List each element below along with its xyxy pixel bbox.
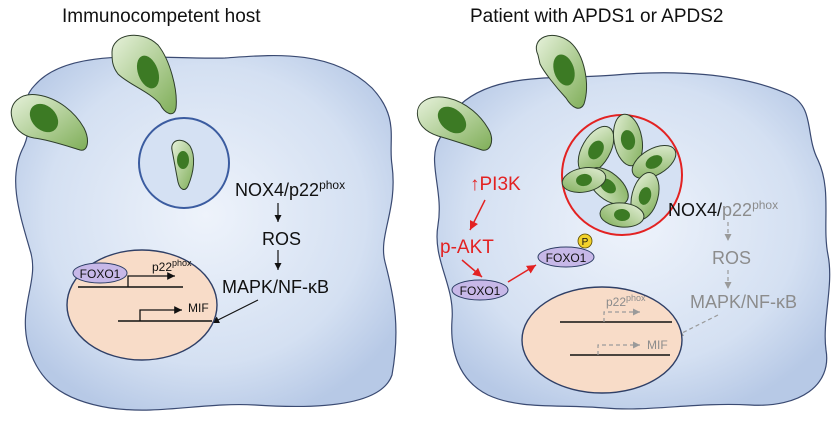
right-parasite-left — [416, 96, 493, 151]
left-mapk-label: MAPK/NF-κB — [222, 277, 329, 297]
replicating-parasites — [561, 113, 677, 228]
left-nox-label: NOX4/p22phox — [235, 178, 345, 200]
left-macrophage — [15, 54, 397, 411]
arrow-right-mapk-mif — [675, 314, 719, 337]
internal-parasite — [171, 139, 195, 190]
foxo1-nuclear — [451, 279, 509, 301]
foxo1-cytoplasmic — [537, 246, 595, 268]
right-promoter-mif — [597, 341, 640, 355]
left-p22-label: p22phox — [152, 258, 192, 274]
right-p22-label: p22phox — [606, 293, 646, 309]
left-title: Immunocompetent host — [62, 6, 261, 27]
pakt-label: p-AKT — [440, 237, 494, 258]
right-ros-label: ROS — [712, 248, 751, 268]
arrow-foxo-export — [507, 264, 537, 283]
foxo1-bound-label: FOXO1 — [80, 267, 121, 281]
parasite-top — [111, 34, 177, 115]
right-mif-label: MIF — [647, 338, 668, 352]
right-nox-label: NOX4/p22phox — [668, 198, 778, 220]
phospho-badge — [577, 233, 593, 249]
promoter-arrow-p22 — [127, 272, 175, 287]
foxo1-bound — [72, 262, 128, 284]
left-panel: Immunocompetent host NOX4/p22phox ROS MA… — [10, 6, 397, 411]
left-ros-label: ROS — [262, 229, 301, 249]
phospho-label: P — [582, 237, 589, 248]
promoter-arrow-mif — [139, 306, 182, 321]
arrow-akt-foxo — [461, 259, 483, 278]
right-mapk-label: MAPK/NF-κB — [690, 292, 797, 312]
left-mif-label: MIF — [188, 301, 209, 315]
parasite-left — [10, 94, 88, 151]
right-title: Patient with APDS1 or APDS2 — [470, 6, 723, 27]
right-panel: Patient with APDS1 or APDS2 — [416, 6, 831, 410]
foxo1-cytoplasmic-label: FOXO1 — [546, 251, 587, 265]
right-parasite-top — [535, 34, 587, 109]
foxo1-nuclear-label: FOXO1 — [460, 284, 501, 298]
right-nucleus — [521, 286, 683, 394]
arrow-mapk-mif — [211, 299, 259, 324]
arrow-pi3k-akt — [469, 199, 486, 231]
pi3k-label: ↑PI3K — [470, 174, 521, 195]
right-promoter-p22 — [603, 308, 640, 322]
